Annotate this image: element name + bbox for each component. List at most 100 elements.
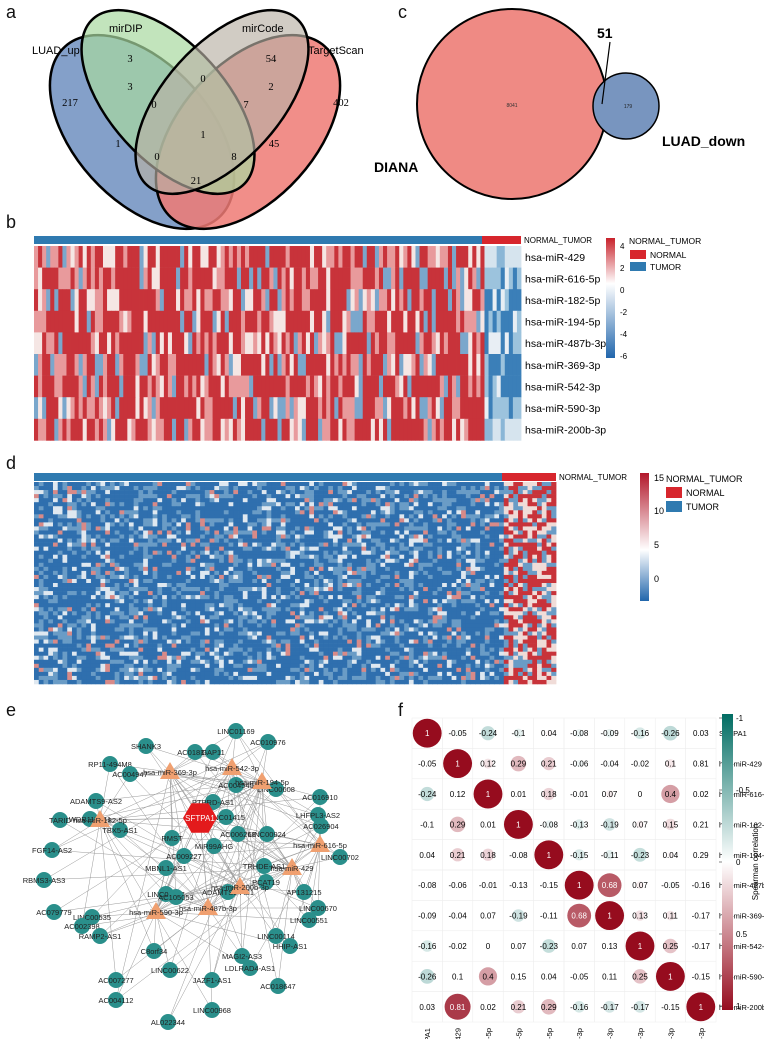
heatmap-cell	[252, 583, 258, 588]
heatmap-cell	[541, 514, 547, 519]
heatmap-cell	[128, 591, 135, 596]
heatmap-cell	[151, 354, 157, 376]
heatmap-cell	[76, 578, 82, 584]
heatmap-cell	[461, 595, 467, 600]
heatmap-cell	[81, 518, 87, 523]
heatmap-cell	[233, 554, 239, 560]
heatmap-cell	[370, 522, 377, 527]
heatmap-cell	[200, 354, 205, 376]
heatmap-cell	[285, 599, 291, 604]
heatmap-cell	[62, 522, 68, 527]
heatmap-cell	[512, 397, 518, 420]
heatmap-cell	[167, 246, 173, 268]
heatmap-cell	[318, 375, 323, 398]
heatmap-cell	[480, 494, 486, 499]
heatmap-cell	[494, 502, 500, 507]
heatmap-cell	[499, 550, 505, 556]
heatmap-cell	[522, 591, 528, 596]
heatmap-cell	[508, 591, 514, 596]
heatmap-cell	[147, 566, 154, 572]
heatmap-cell	[323, 599, 329, 604]
panel-label-e: e	[6, 700, 17, 720]
heatmap-cell	[249, 397, 254, 420]
heatmap-cell	[518, 542, 524, 547]
heatmap-cell	[228, 267, 234, 290]
heatmap-cell	[176, 570, 182, 576]
heatmap-cell	[127, 267, 132, 290]
heatmap-cell	[472, 354, 477, 376]
heatmap-cell	[34, 570, 40, 576]
heatmap-cell	[518, 546, 524, 551]
heatmap-cell	[299, 514, 305, 519]
heatmap-cell	[546, 542, 552, 547]
heatmap-cell	[435, 375, 441, 398]
heatmap-cell	[456, 526, 462, 531]
heatmap-cell	[204, 289, 209, 312]
heatmap-cell	[119, 498, 125, 503]
heatmap-cell	[152, 599, 158, 604]
heatmap-cell	[95, 518, 101, 523]
heatmap-cell	[90, 332, 96, 355]
heatmap-cell	[247, 530, 253, 535]
heatmap-cell	[48, 518, 54, 523]
heatmap-cell	[518, 554, 524, 560]
heatmap-cell	[461, 619, 467, 624]
heatmap-cell	[437, 546, 443, 551]
heatmap-cell	[271, 506, 277, 511]
heatmap-cell	[265, 246, 270, 268]
heatmap-cell	[342, 615, 348, 620]
heatmap-cell	[456, 595, 462, 600]
heatmap-cell	[48, 578, 54, 584]
heatmap-cell	[537, 619, 543, 624]
heatmap-cell	[431, 397, 437, 420]
heatmap-cell	[508, 542, 514, 547]
heatmap-cell	[233, 490, 239, 495]
heatmap-cell	[147, 562, 154, 568]
heatmap-cell	[233, 494, 239, 499]
heatmap-cell	[361, 514, 367, 519]
heatmap-cell	[508, 583, 514, 588]
heatmap-cell	[423, 542, 429, 547]
heatmap-cell	[309, 538, 315, 543]
heatmap-cell	[223, 522, 229, 527]
heatmap-cell	[361, 599, 367, 604]
heatmap-cell	[57, 562, 63, 568]
heatmap-cell	[138, 554, 144, 560]
heatmap-cell	[70, 332, 75, 355]
heatmap-cell	[155, 310, 161, 333]
heatmap-cell	[233, 518, 239, 523]
heatmap-cell	[38, 526, 44, 531]
heatmap-cell	[209, 490, 215, 495]
heatmap-cell	[443, 289, 449, 312]
color-scale-tick: -2	[620, 308, 628, 317]
heatmap-cell	[546, 550, 552, 556]
heatmap-cell	[418, 550, 424, 556]
heatmap-cell	[285, 607, 291, 612]
heatmap-cell	[389, 591, 396, 596]
heatmap-cell	[309, 354, 315, 376]
heatmap-cell	[236, 310, 242, 333]
heatmap-cell	[456, 591, 462, 596]
heatmap-cell	[277, 289, 282, 312]
heatmap-cell	[513, 587, 519, 592]
heatmap-cell	[366, 599, 372, 604]
heatmap-cell	[200, 615, 206, 620]
heatmap-cell	[461, 615, 467, 620]
heatmap-cell	[419, 418, 424, 441]
heatmap-cell	[475, 486, 481, 491]
heatmap-cell	[54, 267, 59, 290]
heatmap-cell	[223, 498, 229, 503]
heatmap-cell	[223, 550, 229, 556]
heatmap-cell	[532, 538, 538, 543]
heatmap-cell	[238, 514, 244, 519]
heatmap-cell	[361, 494, 367, 499]
heatmap-cell	[90, 494, 97, 499]
heatmap-cell	[356, 506, 362, 511]
heatmap-cell	[124, 510, 130, 515]
heatmap-cell	[413, 615, 419, 620]
heatmap-cell	[43, 554, 49, 560]
heatmap-cell	[366, 498, 372, 503]
heatmap-cell	[442, 514, 448, 519]
heatmap-cell	[537, 554, 543, 560]
heatmap-cell	[489, 530, 495, 535]
